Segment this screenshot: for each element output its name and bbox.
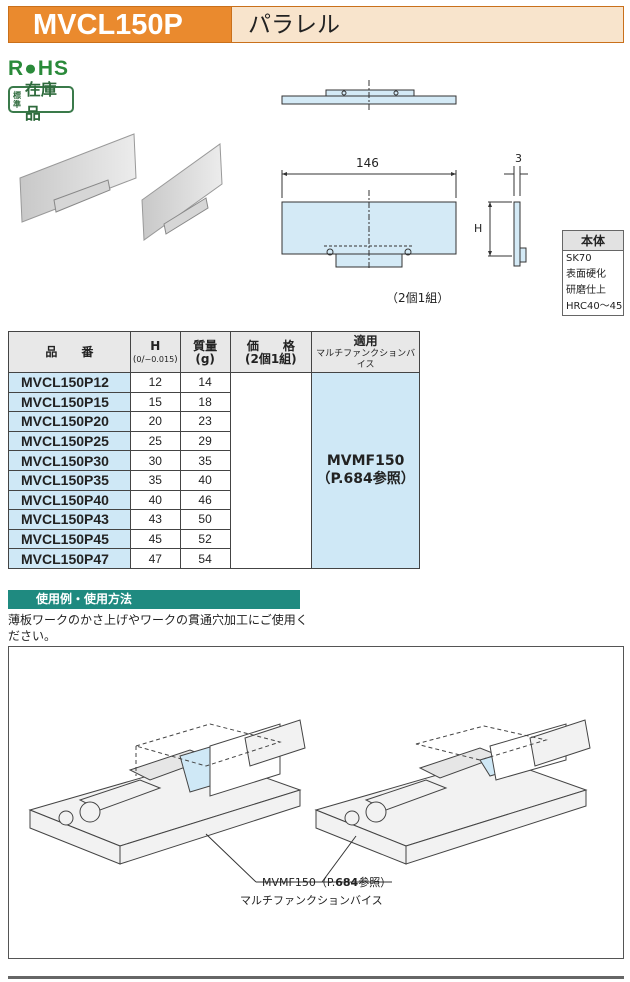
material-spec-line: 研磨仕上 xyxy=(566,285,606,296)
cell-model: MVCL150P47 xyxy=(8,548,131,569)
cell-model: MVCL150P35 xyxy=(8,469,131,491)
cell-h: 25 xyxy=(129,430,181,452)
usage-section-title: 使用例・使用方法 xyxy=(8,590,300,609)
cell-price xyxy=(229,372,313,569)
stock-badge: 標準 在庫品 xyxy=(8,80,74,123)
set-note: （2個1組） xyxy=(386,291,450,305)
cell-model: MVCL150P12 xyxy=(8,372,131,393)
header-applic: 適用 マルチファンクションバイス xyxy=(311,331,420,373)
header-applic-sub: マルチファンクションバイス xyxy=(316,348,416,370)
cell-mass: 35 xyxy=(179,450,231,471)
applic-model: MVMF150 xyxy=(326,453,405,470)
material-spec-line: SK70 xyxy=(566,253,592,264)
table-row: MVCL150P12 12 14 MVMF150 （P.684参照） xyxy=(8,372,420,569)
cell-model: MVCL150P45 xyxy=(8,528,131,550)
cell-h: 43 xyxy=(129,509,181,530)
stock-badge-label: 在庫品 xyxy=(24,79,57,123)
callout-end: 参照） xyxy=(358,876,392,889)
cell-model: MVCL150P40 xyxy=(8,489,131,511)
cell-model: MVCL150P43 xyxy=(8,509,131,530)
cell-applicable-vise: MVMF150 （P.684参照） xyxy=(311,372,420,569)
cell-mass: 50 xyxy=(179,509,231,530)
cell-mass: 23 xyxy=(179,411,231,432)
material-spec-box: 本体 SK70 表面硬化 研磨仕上 HRC40～45 xyxy=(562,230,624,316)
header-price-label: 価 格 xyxy=(246,339,295,353)
cell-h: 45 xyxy=(129,528,181,550)
header-mass-label: 質量 xyxy=(193,339,218,353)
product-photo xyxy=(19,133,223,241)
cell-model: MVCL150P30 xyxy=(8,450,131,471)
header-mass: 質量 (g) xyxy=(179,331,231,373)
table-header-row: 品 番 H (0/−0.015) 質量 (g) 価 格 (2個1組) 適用 マル… xyxy=(8,331,420,373)
header-mass-unit: (g) xyxy=(195,352,215,366)
cell-model: MVCL150P20 xyxy=(8,411,131,432)
cell-h: 40 xyxy=(129,489,181,511)
cell-h: 12 xyxy=(129,372,181,393)
material-spec-title: 本体 xyxy=(563,231,623,251)
height-dimension-label: H xyxy=(474,222,483,235)
thickness-dimension: 3 xyxy=(515,152,522,165)
material-spec-line: HRC40～45 xyxy=(566,301,623,312)
cell-h: 30 xyxy=(129,450,181,471)
stock-badge-small: 標準 xyxy=(13,90,21,109)
cell-h: 15 xyxy=(129,391,181,413)
usage-description: 薄板ワークのかさ上げやワークの貫通穴加工にご使用ください。 xyxy=(8,613,308,643)
cell-mass: 29 xyxy=(179,430,231,452)
header-h: H (0/−0.015) xyxy=(129,331,181,373)
cell-model: MVCL150P25 xyxy=(8,430,131,452)
callout-page: 684 xyxy=(335,876,359,889)
cell-mass: 52 xyxy=(179,528,231,550)
usage-callout: MVMF150（P.684参照） xyxy=(262,874,391,890)
cell-model: MVCL150P15 xyxy=(8,391,131,413)
cell-h: 47 xyxy=(129,548,181,569)
header-h-label: H xyxy=(150,338,161,353)
side-view-drawing xyxy=(488,166,528,267)
top-view-drawing xyxy=(281,80,457,110)
cell-mass: 40 xyxy=(179,469,231,491)
bottom-rule xyxy=(8,976,624,979)
header-price-sub: (2個1組) xyxy=(245,352,297,366)
cell-h: 20 xyxy=(129,411,181,432)
applic-page-ref: （P.684参照） xyxy=(316,471,415,488)
product-model-title: MVCL150P xyxy=(8,6,232,43)
material-spec-line: 表面硬化 xyxy=(566,269,606,280)
header-applic-label: 適用 xyxy=(353,333,378,348)
product-name-title: パラレル xyxy=(232,6,624,43)
cell-mass: 46 xyxy=(179,489,231,511)
cell-mass: 54 xyxy=(179,548,231,569)
spec-table: 品 番 H (0/−0.015) 質量 (g) 価 格 (2個1組) 適用 マル… xyxy=(8,331,420,569)
cell-mass: 14 xyxy=(179,372,231,393)
rohs-badge: R●HS xyxy=(8,57,70,80)
usage-diagram-frame xyxy=(8,646,624,959)
header-price: 価 格 (2個1組) xyxy=(229,331,313,373)
callout-model: MVMF150（P. xyxy=(262,876,336,889)
cell-mass: 18 xyxy=(179,391,231,413)
header-model: 品 番 xyxy=(8,331,131,373)
usage-diagram-illustration xyxy=(28,719,591,883)
front-view-drawing xyxy=(281,170,457,270)
usage-callout-sub: マルチファンクションバイス xyxy=(240,894,383,907)
cell-h: 35 xyxy=(129,469,181,491)
header-h-tolerance: (0/−0.015) xyxy=(132,354,178,365)
width-dimension: 146 xyxy=(356,156,379,170)
